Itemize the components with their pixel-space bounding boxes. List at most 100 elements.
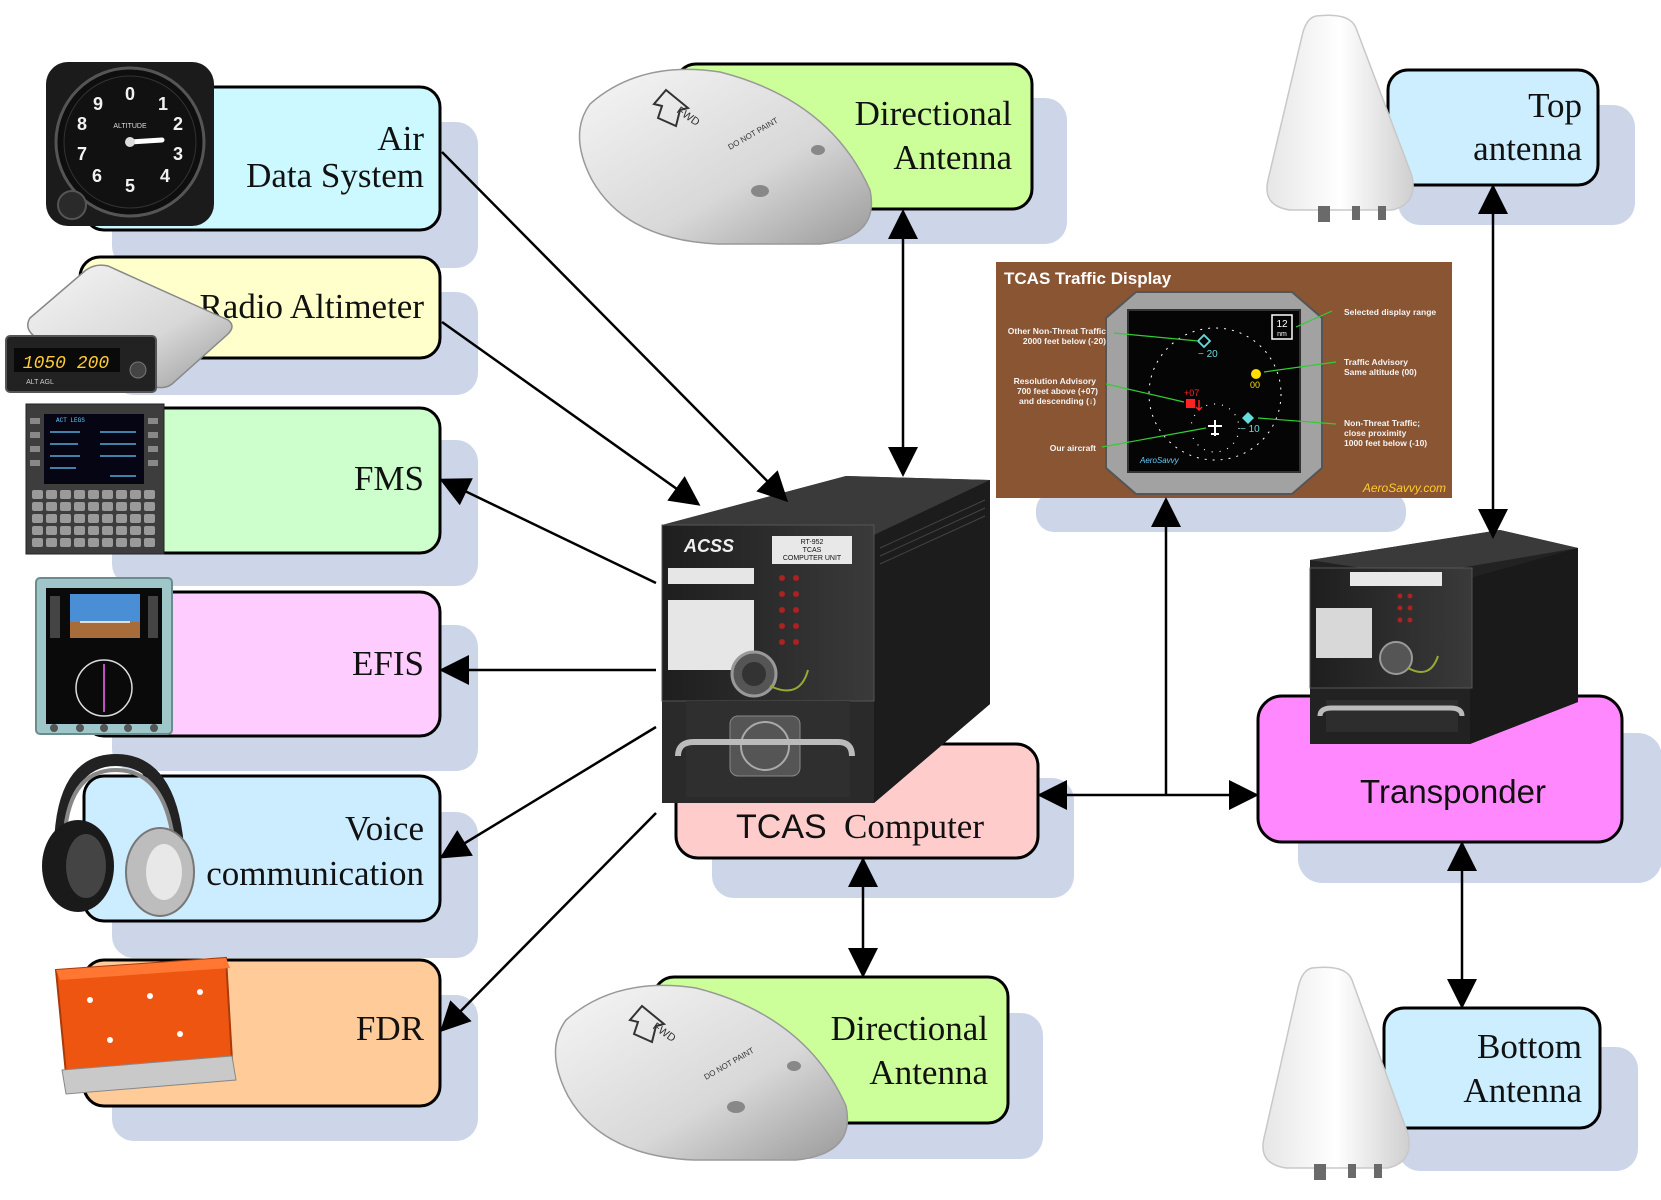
own-aircraft-symbol	[1208, 420, 1222, 436]
fms-key	[116, 490, 127, 499]
arrow-air-data-to-tcas	[441, 151, 789, 503]
radio-alt-label: Radio Altimeter	[199, 287, 424, 326]
fms-key	[60, 526, 71, 535]
fms-key	[46, 526, 57, 535]
callout-selected-range: Selected display range	[1344, 307, 1436, 317]
efis-box: EFIS	[35, 577, 442, 738]
svg-text:ALTITUDE: ALTITUDE	[113, 123, 147, 130]
fms-key	[46, 538, 57, 547]
dir-antenna-bottom-line2: Antenna	[869, 1053, 988, 1092]
tcas-unit-brand: ACSS	[683, 536, 734, 556]
directional-antenna-icon: FWD DO NOT PAINT	[554, 984, 849, 1161]
transponder-unit-icon	[1309, 530, 1578, 744]
directional-antenna-bottom: Directional Antenna FWD DO NOT PAINT	[554, 975, 1010, 1161]
traffic-targets: − 20 00 +07 − 10	[1184, 333, 1261, 436]
fms-key	[74, 490, 85, 499]
fms-key	[102, 526, 113, 535]
blade-antenna-icon	[1262, 966, 1410, 1180]
fms-key	[60, 502, 71, 511]
other-traffic-alt: − 20	[1198, 349, 1218, 360]
radio-altimeter-icon: 1050 200 ALT AGL	[5, 264, 233, 393]
arrow-tcas-to-fdr	[439, 812, 657, 1033]
fms-key	[144, 526, 155, 535]
fms-key	[88, 490, 99, 499]
tcas-computer-label-2: Computer	[844, 807, 984, 846]
fms-key	[60, 490, 71, 499]
svg-text:3: 3	[173, 144, 183, 164]
fms-key	[32, 502, 43, 511]
fms-key	[88, 538, 99, 547]
top-antenna-line2: antenna	[1473, 129, 1582, 168]
bottom-antenna-box-bg	[1382, 1006, 1602, 1130]
voice-label-line2: communication	[206, 854, 424, 893]
callout-other-2: 2000 feet below (-20)	[1023, 336, 1106, 346]
blade-antenna-icon	[1266, 14, 1414, 222]
fms-label: FMS	[354, 459, 424, 498]
fms-key	[32, 490, 43, 499]
fms-key	[116, 526, 127, 535]
svg-text:5: 5	[125, 176, 135, 196]
svg-text:2: 2	[173, 114, 183, 134]
fms-key	[46, 490, 57, 499]
svg-text:9: 9	[93, 94, 103, 114]
connector-arrows	[439, 151, 1508, 1033]
tcas-computer-label-1: TCAS	[736, 808, 827, 846]
bottom-antenna-line2: Antenna	[1463, 1071, 1582, 1110]
callout-ra-1: Resolution Advisory	[1014, 376, 1097, 386]
directional-antenna-top: Directional Antenna FWD DO NOT PAINT	[578, 62, 1034, 245]
range-unit: nm	[1277, 331, 1287, 338]
svg-text:6: 6	[92, 166, 102, 186]
transponder-label: Transponder	[1360, 773, 1546, 810]
fms-key	[74, 538, 85, 547]
range-value: 12	[1276, 319, 1288, 330]
non-threat-alt: − 10	[1240, 424, 1260, 435]
callout-other-1: Other Non-Threat Traffic	[1008, 326, 1107, 336]
top-antenna-box: Top antenna	[1266, 14, 1600, 222]
fms-key	[46, 502, 57, 511]
fms-key	[102, 490, 113, 499]
fms-key	[144, 490, 155, 499]
voice-communication-box: Voice communication	[42, 753, 442, 923]
tcas-computer-unit-icon: ACSS RT-952 TCAS COMPUTER UNIT	[661, 476, 990, 803]
fms-key	[32, 538, 43, 547]
resolution-advisory-alt: +07	[1184, 388, 1199, 398]
arrow-tcas-to-fms	[439, 478, 657, 585]
fms-key	[74, 526, 85, 535]
directional-antenna-icon: FWD DO NOT PAINT	[578, 68, 873, 245]
fms-key	[144, 538, 155, 547]
fms-key	[144, 502, 155, 511]
fms-key	[88, 514, 99, 523]
efis-label: EFIS	[352, 644, 424, 683]
display-watermark: AeroSavvy	[1139, 456, 1180, 465]
arrow-radio-alt-to-tcas	[441, 320, 701, 506]
tcas-traffic-display: TCAS Traffic Display 12 nm − 20 00 +07 −…	[996, 262, 1452, 498]
efis-display-icon	[35, 577, 173, 735]
fms-key	[130, 514, 141, 523]
svg-text:4: 4	[160, 166, 170, 186]
tcas-computer-box: ACSS RT-952 TCAS COMPUTER UNIT TCAS Comp…	[661, 476, 1040, 860]
bottom-antenna-box: Bottom Antenna	[1262, 966, 1602, 1180]
air-data-label-line2: Data System	[246, 156, 424, 195]
bottom-antenna-line1: Bottom	[1477, 1027, 1582, 1066]
air-data-label-line1: Air	[377, 119, 424, 158]
fdr-label: FDR	[356, 1009, 425, 1048]
radio-alt-readout-sub: ALT AGL	[26, 379, 54, 386]
headphones-icon	[42, 753, 195, 917]
top-antenna-line1: Top	[1528, 86, 1582, 125]
tcas-unit-line1: RT-952	[801, 539, 824, 546]
svg-text:8: 8	[77, 114, 87, 134]
callout-nt-2: close proximity	[1344, 428, 1407, 438]
callout-ta-2: Same altitude (00)	[1344, 367, 1417, 377]
fms-key	[130, 502, 141, 511]
fms-key	[116, 514, 127, 523]
svg-text:0: 0	[125, 84, 135, 104]
flight-data-recorder-icon	[54, 956, 237, 1095]
arrow-tcas-to-voice	[439, 725, 657, 859]
fms-key	[144, 514, 155, 523]
fms-key	[102, 514, 113, 523]
fms-key	[130, 490, 141, 499]
callout-leaders	[1101, 310, 1337, 448]
fms-key	[60, 538, 71, 547]
